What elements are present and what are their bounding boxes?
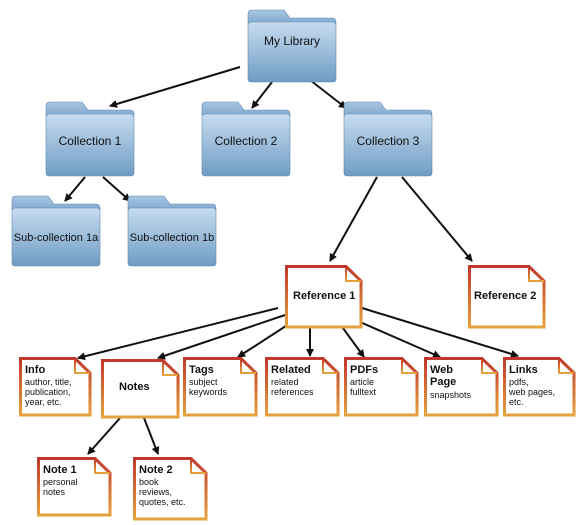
arrow-reference1-tags	[237, 321, 293, 358]
connector-arrows	[64, 66, 519, 455]
folder-icon	[45, 101, 135, 117]
document-icon	[101, 359, 180, 419]
doc-title: Related	[271, 364, 311, 376]
document-icon	[344, 357, 419, 417]
document-icon	[183, 357, 258, 417]
arrow-collection3-reference2	[401, 176, 473, 262]
doc-info[interactable]: Info author, title, publication, year, e…	[19, 357, 92, 417]
arrow-collection3-reference1	[329, 176, 378, 262]
folder-sub-collection-1a[interactable]: Sub-collection 1a	[11, 195, 101, 267]
arrow-collection1-sub1b	[102, 176, 131, 202]
folder-collection-1[interactable]: Collection 1	[45, 101, 135, 177]
document-icon	[424, 357, 499, 417]
document-icon	[37, 457, 112, 517]
folder-icon	[127, 195, 217, 211]
doc-title: Links	[509, 364, 538, 376]
doc-pdfs[interactable]: PDFs article fulltext	[344, 357, 419, 417]
doc-description: author, title, publication, year, etc.	[25, 377, 74, 407]
doc-title: Reference 2	[474, 290, 536, 302]
folder-label: Collection 3	[357, 134, 420, 148]
arrow-reference1-links	[361, 307, 519, 358]
folder-label: Sub-collection 1b	[130, 232, 214, 244]
doc-description: pdfs, web pages, etc.	[508, 377, 558, 407]
folder-icon	[247, 9, 337, 25]
arrow-library-collection2	[251, 81, 273, 109]
folder-my-library[interactable]: My Library	[247, 9, 337, 83]
folder-label: Collection 1	[59, 134, 122, 148]
doc-note-2[interactable]: Note 2 book reviews, quotes, etc.	[133, 457, 208, 521]
doc-links[interactable]: Links pdfs, web pages, etc.	[503, 357, 576, 417]
arrow-reference1-webpage	[359, 321, 441, 358]
folder-collection-3[interactable]: Collection 3	[343, 101, 433, 177]
arrow-library-collection3	[309, 79, 347, 109]
folder-sub-collection-1b[interactable]: Sub-collection 1b	[127, 195, 217, 267]
folder-icon	[11, 195, 101, 211]
arrow-notes-note1	[87, 417, 121, 455]
doc-description: personal notes	[43, 477, 80, 497]
arrow-notes-note2	[143, 417, 160, 455]
doc-note-1[interactable]: Note 1 personal notes	[37, 457, 112, 517]
arrow-library-collection1	[109, 66, 241, 108]
doc-tags[interactable]: Tags subject keywords	[183, 357, 258, 417]
doc-title: Tags	[189, 364, 214, 376]
arrow-reference1-info	[77, 307, 279, 361]
doc-description: book reviews, quotes, etc.	[139, 477, 186, 507]
folder-label: Collection 2	[215, 134, 278, 148]
doc-title: Reference 1	[293, 290, 355, 302]
doc-reference-2[interactable]: Reference 2	[468, 265, 546, 329]
doc-description: article fulltext	[350, 377, 377, 397]
arrow-collection1-sub1a	[64, 176, 86, 202]
folder-icon	[343, 101, 433, 117]
doc-description: related references	[271, 377, 314, 397]
folder-collection-2[interactable]: Collection 2	[201, 101, 291, 177]
document-icon	[503, 357, 576, 417]
document-icon	[468, 265, 546, 329]
doc-title: Note 2	[139, 464, 173, 476]
doc-description: subject keywords	[189, 377, 228, 397]
folder-label: My Library	[264, 34, 320, 48]
doc-title: Info	[25, 364, 45, 376]
document-icon	[19, 357, 92, 417]
doc-notes[interactable]: Notes	[101, 359, 180, 419]
doc-title: PDFs	[350, 364, 378, 376]
document-icon	[265, 357, 340, 417]
folder-icon	[201, 101, 291, 117]
doc-description: snapshots	[430, 390, 472, 400]
arrow-reference1-pdfs	[339, 323, 365, 358]
doc-related[interactable]: Related related references	[265, 357, 340, 417]
doc-title: Note 1	[43, 464, 77, 476]
document-icon	[133, 457, 208, 521]
folder-label: Sub-collection 1a	[14, 232, 99, 244]
arrow-reference1-notes	[157, 314, 286, 360]
document-icon	[285, 265, 363, 329]
doc-title: Notes	[119, 381, 150, 393]
doc-reference-1[interactable]: Reference 1	[285, 265, 363, 329]
